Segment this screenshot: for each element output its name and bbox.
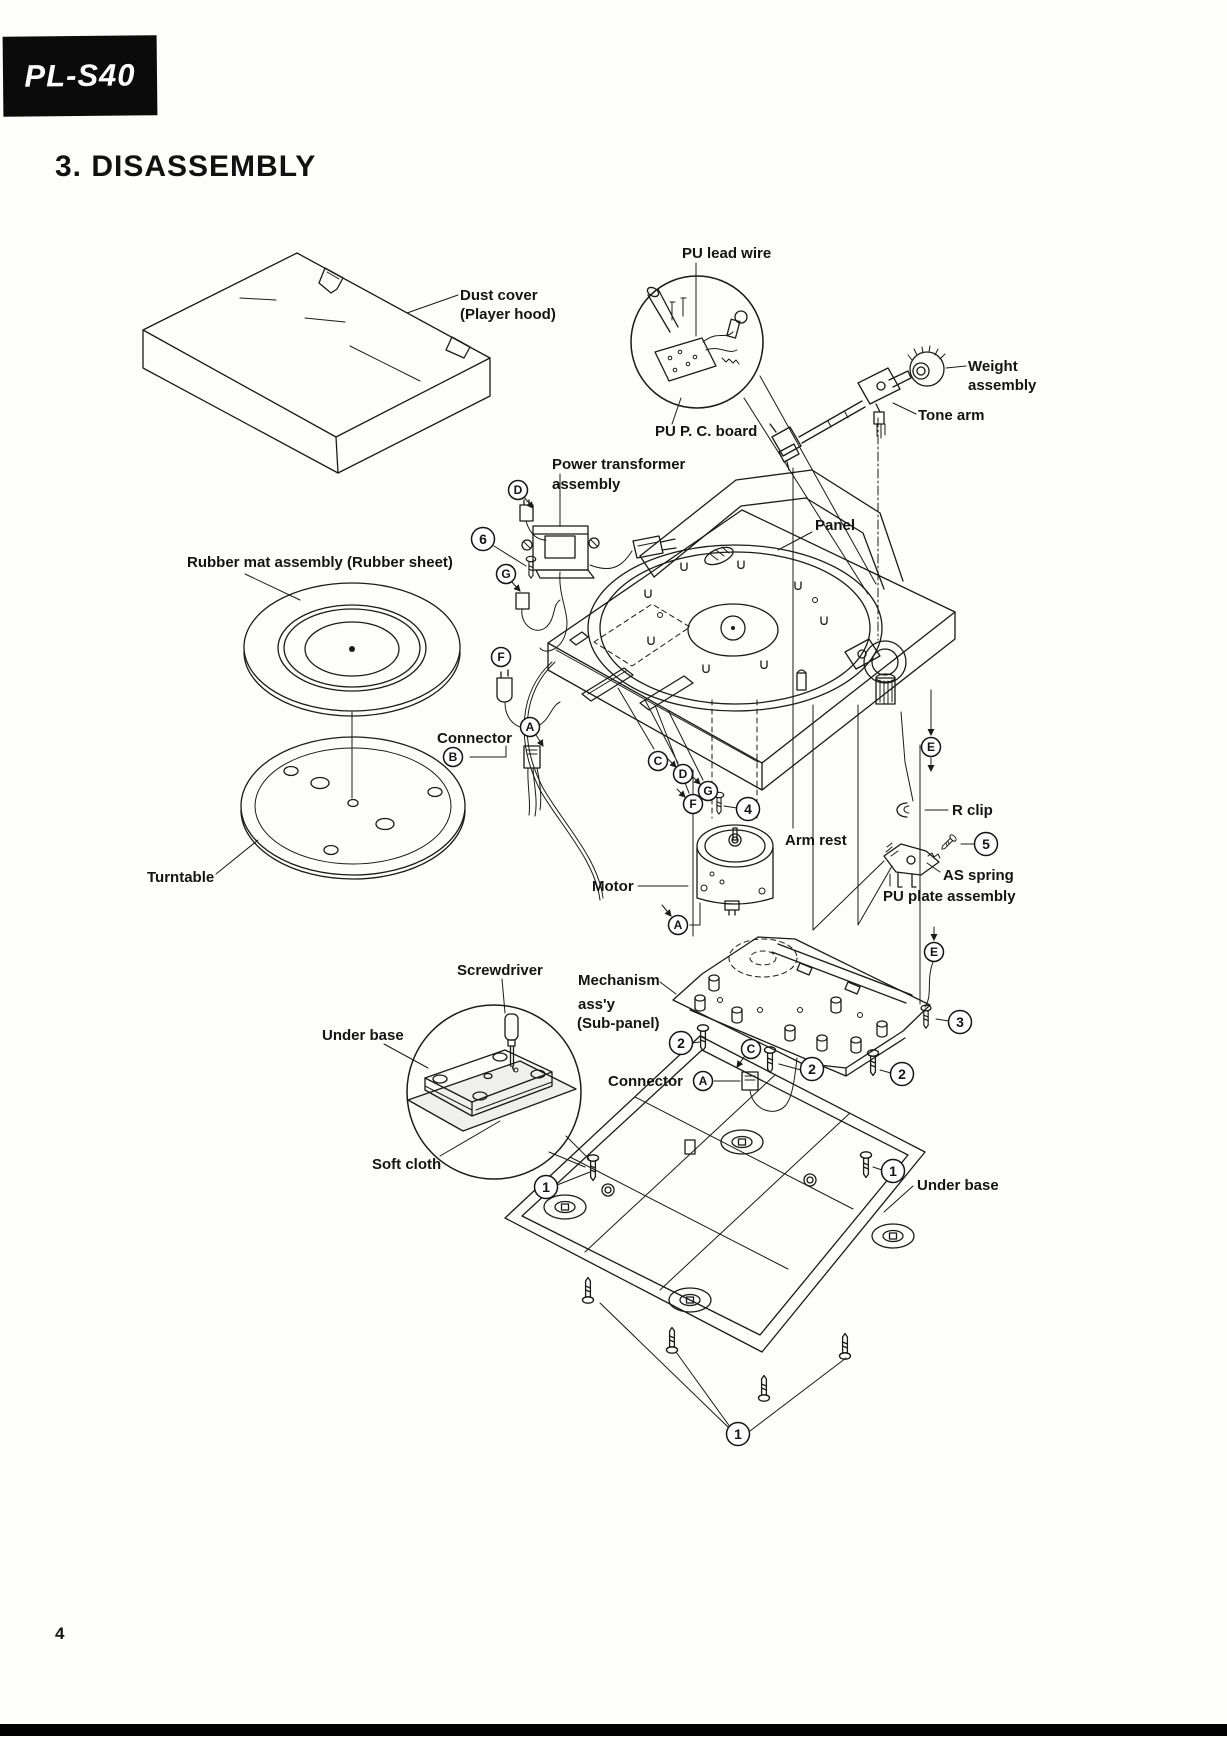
svg-text:6: 6 <box>479 531 487 547</box>
svg-text:1: 1 <box>542 1179 550 1195</box>
pu-plate-assembly-drawing <box>883 842 941 888</box>
label-tone-arm: Tone arm <box>918 407 984 424</box>
label-r-clip: R clip <box>952 802 993 819</box>
under-base-inset-drawing <box>406 1004 582 1180</box>
label-rubber-mat: Rubber mat assembly (Rubber sheet) <box>187 554 453 571</box>
svg-text:2: 2 <box>808 1061 816 1077</box>
callout-number-2a: 2 <box>668 1030 694 1056</box>
svg-text:F: F <box>497 650 504 664</box>
label-arm-rest: Arm rest <box>785 832 847 849</box>
label-sub-panel: (Sub-panel) <box>577 1015 660 1032</box>
turntable-drawing <box>240 711 466 880</box>
label-as-spring: AS spring <box>943 867 1014 884</box>
svg-text:D: D <box>679 767 688 781</box>
callout-number-5: 5 <box>973 831 999 857</box>
label-power-transformer: Power transformer <box>552 456 686 473</box>
label-under-base-inset: Under base <box>322 1027 404 1044</box>
connector-b-drawing <box>469 745 542 817</box>
svg-text:A: A <box>526 720 535 734</box>
callout-c-2: C <box>740 1038 762 1060</box>
svg-text:E: E <box>930 945 938 959</box>
callout-number-4: 4 <box>735 796 761 822</box>
label-connector-a: Connector <box>608 1073 683 1090</box>
callout-e-2: E <box>923 941 945 963</box>
label-mechanism: Mechanism <box>578 972 660 989</box>
svg-text:G: G <box>501 567 510 581</box>
label-panel: Panel <box>815 517 855 534</box>
svg-text:F: F <box>689 797 696 811</box>
motor-drawing <box>696 824 774 916</box>
pu-lead-wire-inset-drawing <box>630 275 764 409</box>
callout-b-1: B <box>442 746 464 768</box>
leader-lines <box>215 262 975 1432</box>
callout-d-1: D <box>507 479 529 501</box>
callout-number-2b: 2 <box>799 1056 825 1082</box>
label-weight-assembly: assembly <box>968 377 1037 394</box>
callout-d-2: D <box>672 763 694 785</box>
label-soft-cloth: Soft cloth <box>372 1156 441 1173</box>
r-clip-drawing <box>896 711 914 818</box>
callout-e-1: E <box>920 736 942 758</box>
callout-f-1: F <box>490 646 512 668</box>
callout-a-3: A <box>692 1070 714 1092</box>
rubber-mat-drawing <box>243 582 461 717</box>
callout-number-6: 6 <box>470 526 496 552</box>
label-connector-b: Connector <box>437 730 512 747</box>
svg-text:1: 1 <box>734 1426 742 1442</box>
dust-cover-drawing <box>142 252 491 474</box>
label-mechanism-assy: ass'y <box>578 996 616 1013</box>
svg-text:B: B <box>449 750 458 764</box>
callout-g-2: G <box>697 780 719 802</box>
panel-drawing <box>547 469 956 819</box>
label-player-hood: (Player hood) <box>460 306 556 323</box>
callout-number-1b: 1 <box>880 1158 906 1184</box>
svg-text:D: D <box>514 483 523 497</box>
label-under-base-bottom: Under base <box>917 1177 999 1194</box>
callout-a-2: A <box>667 914 689 936</box>
callout-f-2: F <box>682 793 704 815</box>
label-screwdriver: Screwdriver <box>457 962 543 979</box>
label-weight: Weight <box>968 358 1018 375</box>
under-base-drawing <box>504 1035 926 1353</box>
callout-number-1c: 1 <box>725 1421 751 1447</box>
label-turntable: Turntable <box>147 869 214 886</box>
svg-text:C: C <box>654 754 663 768</box>
svg-text:A: A <box>699 1074 708 1088</box>
callout-a-1: A <box>519 716 541 738</box>
callout-g-1: G <box>495 563 517 585</box>
tone-arm-drawing <box>769 345 946 471</box>
label-pu-plate-assembly: PU plate assembly <box>883 888 1016 905</box>
page-number: 4 <box>55 1624 65 1643</box>
svg-text:E: E <box>927 740 935 754</box>
svg-text:1: 1 <box>889 1163 897 1179</box>
svg-text:A: A <box>674 918 683 932</box>
callout-number-1a: 1 <box>533 1174 559 1200</box>
svg-text:G: G <box>703 784 712 798</box>
svg-text:2: 2 <box>898 1066 906 1082</box>
footer-bar <box>0 1724 1227 1736</box>
label-pu-pc-board: PU P. C. board <box>655 423 757 440</box>
callout-number-2c: 2 <box>889 1061 915 1087</box>
callout-number-3: 3 <box>947 1009 973 1035</box>
svg-text:4: 4 <box>744 801 752 817</box>
label-pu-lead-wire: PU lead wire <box>682 245 771 262</box>
page-title: 3. DISASSEMBLY <box>55 150 317 183</box>
svg-text:2: 2 <box>677 1035 685 1051</box>
svg-text:5: 5 <box>982 836 990 852</box>
label-power-transformer-assembly: assembly <box>552 476 621 493</box>
label-motor: Motor <box>592 878 634 895</box>
label-dust-cover: Dust cover <box>460 287 538 304</box>
callout-c-1: C <box>647 750 669 772</box>
svg-text:3: 3 <box>956 1014 964 1030</box>
svg-text:C: C <box>747 1042 756 1056</box>
